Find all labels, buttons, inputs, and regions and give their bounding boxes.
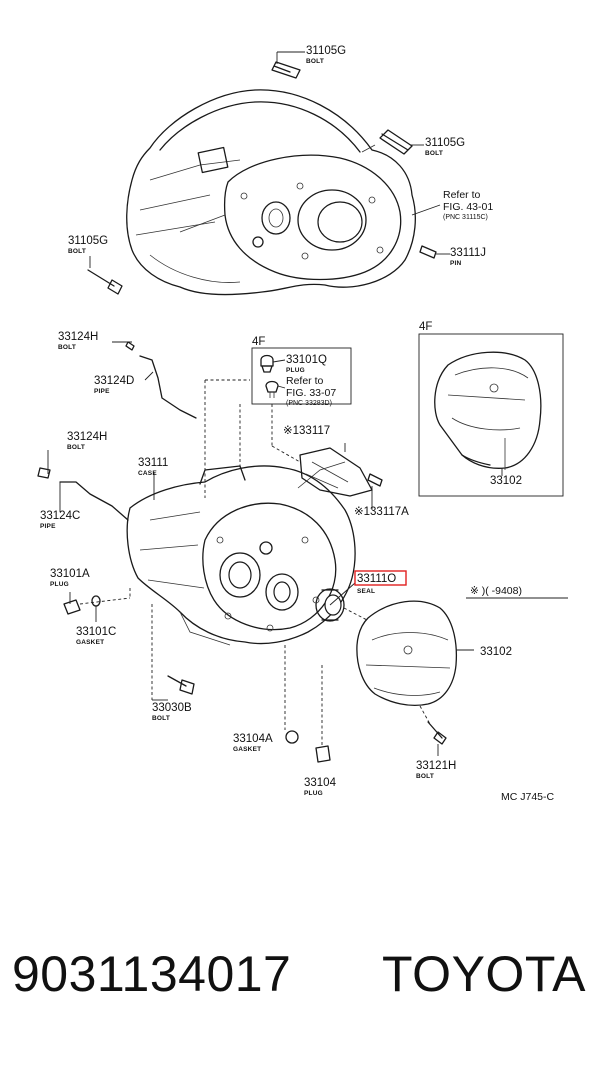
label-33124h-top: 33124H BOLT: [58, 331, 98, 351]
bolt-31105g-right: [379, 129, 413, 155]
ref-fig-33: Refer to FIG. 33-07 (PNC 33283D): [286, 375, 336, 407]
svg-text:33111: 33111: [138, 457, 168, 469]
svg-text:Refer to: Refer to: [443, 189, 481, 201]
svg-text:BOLT: BOLT: [152, 715, 170, 722]
bolt-33030b: [167, 675, 195, 695]
pin-33111j: [419, 245, 437, 259]
label-33030b: 33030B BOLT: [152, 702, 192, 722]
label-33101q: 33101Q PLUG: [286, 354, 327, 374]
svg-text:(PNC 31115C): (PNC 31115C): [443, 214, 488, 221]
label-33124c: 33124C PIPE: [40, 510, 80, 530]
svg-text:33102: 33102: [480, 646, 512, 658]
label-33102-lower: 33102: [480, 646, 512, 658]
gasket-33104a: [285, 730, 299, 744]
svg-text:PIPE: PIPE: [40, 523, 56, 530]
label-33121h: 33121H BOLT: [416, 760, 456, 780]
plug-33104: [315, 745, 331, 763]
svg-text:PLUG: PLUG: [304, 790, 323, 797]
svg-text:BOLT: BOLT: [416, 773, 434, 780]
svg-text:33124H: 33124H: [67, 431, 107, 443]
svg-text:33104A: 33104A: [233, 733, 273, 745]
footer-brand: TOYOTA: [382, 946, 586, 1002]
svg-text:31105G: 31105G: [68, 235, 108, 247]
svg-text:33102: 33102: [490, 475, 522, 487]
label-33124d: 33124D PIPE: [94, 375, 134, 395]
bolt-31105g-top: [271, 61, 301, 79]
svg-text:PLUG: PLUG: [286, 367, 305, 374]
svg-text:33030B: 33030B: [152, 702, 192, 714]
svg-text:33111O: 33111O: [357, 573, 396, 585]
diagram-code: MC J745-C: [501, 791, 555, 803]
svg-text:FIG. 33-07: FIG. 33-07: [286, 387, 336, 399]
box-4f-tag: 4F: [252, 336, 265, 348]
svg-text:※133117A: ※133117A: [354, 506, 409, 518]
svg-text:MC J745-C: MC J745-C: [501, 791, 555, 803]
svg-text:FIG. 43-01: FIG. 43-01: [443, 201, 493, 213]
label-33101a: 33101A PLUG: [50, 568, 90, 588]
svg-text:33101Q: 33101Q: [286, 354, 327, 366]
svg-text:※ )( -9408): ※ )( -9408): [470, 585, 522, 597]
svg-text:33124H: 33124H: [58, 331, 98, 343]
svg-text:BOLT: BOLT: [68, 248, 86, 255]
pipe-33124c: [37, 467, 129, 521]
svg-text:GASKET: GASKET: [76, 639, 104, 646]
label-33101c: 33101C GASKET: [76, 626, 116, 646]
svg-text:31105G: 31105G: [306, 45, 346, 57]
svg-text:31105G: 31105G: [425, 137, 465, 149]
svg-text:BOLT: BOLT: [306, 58, 324, 65]
inset-4f-box: 4F: [418, 321, 564, 497]
svg-text:※133117: ※133117: [283, 425, 330, 437]
bracket-133117: [299, 447, 383, 497]
svg-text:BOLT: BOLT: [58, 344, 76, 351]
seal-33111o: [315, 588, 345, 622]
svg-text:PLUG: PLUG: [50, 581, 69, 588]
label-31105g-top: 31105G BOLT: [306, 45, 346, 65]
label-33104: 33104 PLUG: [304, 777, 337, 797]
svg-text:GASKET: GASKET: [233, 746, 261, 753]
svg-text:BOLT: BOLT: [425, 150, 443, 157]
label-33111o: 33111O SEAL: [357, 573, 396, 595]
exploded-parts-diagram: 4F 4F: [37, 45, 568, 803]
label-133117a: ※133117A: [354, 506, 409, 518]
footer: 9031134017 TOYOTA: [0, 945, 600, 1035]
transmission-case-drawing: [126, 461, 356, 646]
upper-leader-lines: [89, 51, 450, 268]
svg-text:33101A: 33101A: [50, 568, 90, 580]
svg-text:PIPE: PIPE: [94, 388, 110, 395]
svg-text:33121H: 33121H: [416, 760, 456, 772]
label-33111: 33111 CASE: [138, 457, 168, 477]
label-31105g-right: 31105G BOLT: [425, 137, 465, 157]
svg-text:Refer to: Refer to: [286, 375, 324, 387]
label-133117: ※133117: [283, 425, 330, 437]
label-33111j: 33111J PIN: [450, 247, 486, 267]
note-text: ※ )( -9408): [470, 585, 522, 597]
bolt-31105g-left: [87, 269, 123, 295]
clutch-housing-drawing: [126, 89, 416, 296]
svg-text:SEAL: SEAL: [357, 588, 375, 595]
svg-text:33111J: 33111J: [450, 247, 486, 259]
svg-text:BOLT: BOLT: [67, 444, 85, 451]
svg-text:(PNC 33283D): (PNC 33283D): [286, 400, 332, 407]
plug-33101a: [63, 599, 81, 615]
svg-text:CASE: CASE: [138, 470, 157, 477]
highlight-box: [354, 570, 407, 586]
label-31105g-left: 31105G BOLT: [68, 235, 108, 255]
gasket-33101c: [91, 595, 101, 607]
ref-fig-43: Refer to FIG. 43-01 (PNC 31115C): [443, 189, 493, 221]
svg-text:33101C: 33101C: [76, 626, 116, 638]
footer-part-number: 9031134017: [12, 946, 292, 1002]
svg-text:33104: 33104: [304, 777, 337, 789]
svg-text:33124C: 33124C: [40, 510, 80, 522]
cover-33102-lower: [356, 600, 458, 707]
box-4f: 4F: [251, 336, 352, 405]
svg-text:33124D: 33124D: [94, 375, 134, 387]
label-33104a: 33104A GASKET: [233, 733, 273, 753]
inset-4f-tag: 4F: [419, 321, 432, 333]
lower-leader-lines: [47, 341, 503, 756]
label-33102-inset: 33102: [490, 475, 522, 487]
pipe-33124d: [125, 341, 197, 419]
svg-text:PIN: PIN: [450, 260, 462, 267]
label-33124h-mid: 33124H BOLT: [67, 431, 107, 451]
bolt-33121h: [427, 721, 447, 745]
